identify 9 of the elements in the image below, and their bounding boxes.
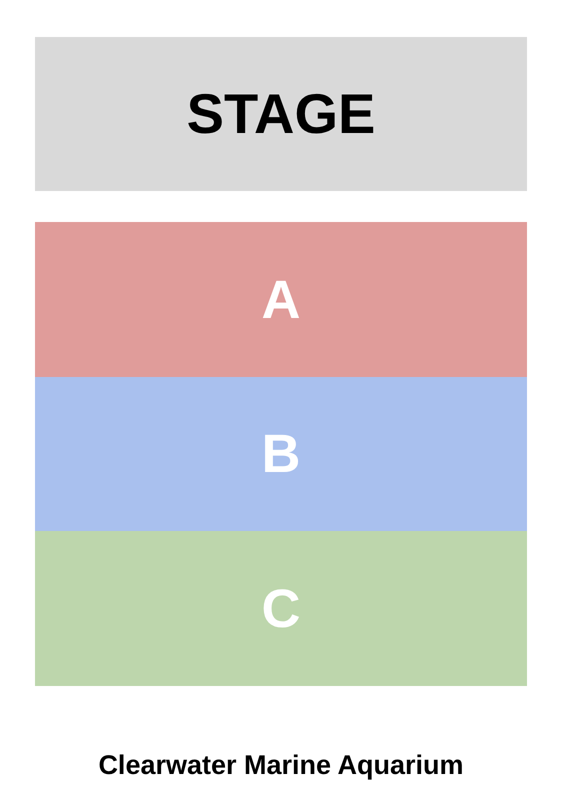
venue-caption: Clearwater Marine Aquarium [97, 752, 465, 779]
section-label: B [262, 427, 300, 481]
section-label: A [262, 272, 300, 326]
seating-section [35, 531, 527, 686]
seating-section [35, 222, 527, 377]
stage-area [35, 37, 527, 191]
section-label: C [262, 582, 300, 636]
stage-label: STAGE [186, 86, 376, 142]
seating-section [35, 377, 527, 531]
